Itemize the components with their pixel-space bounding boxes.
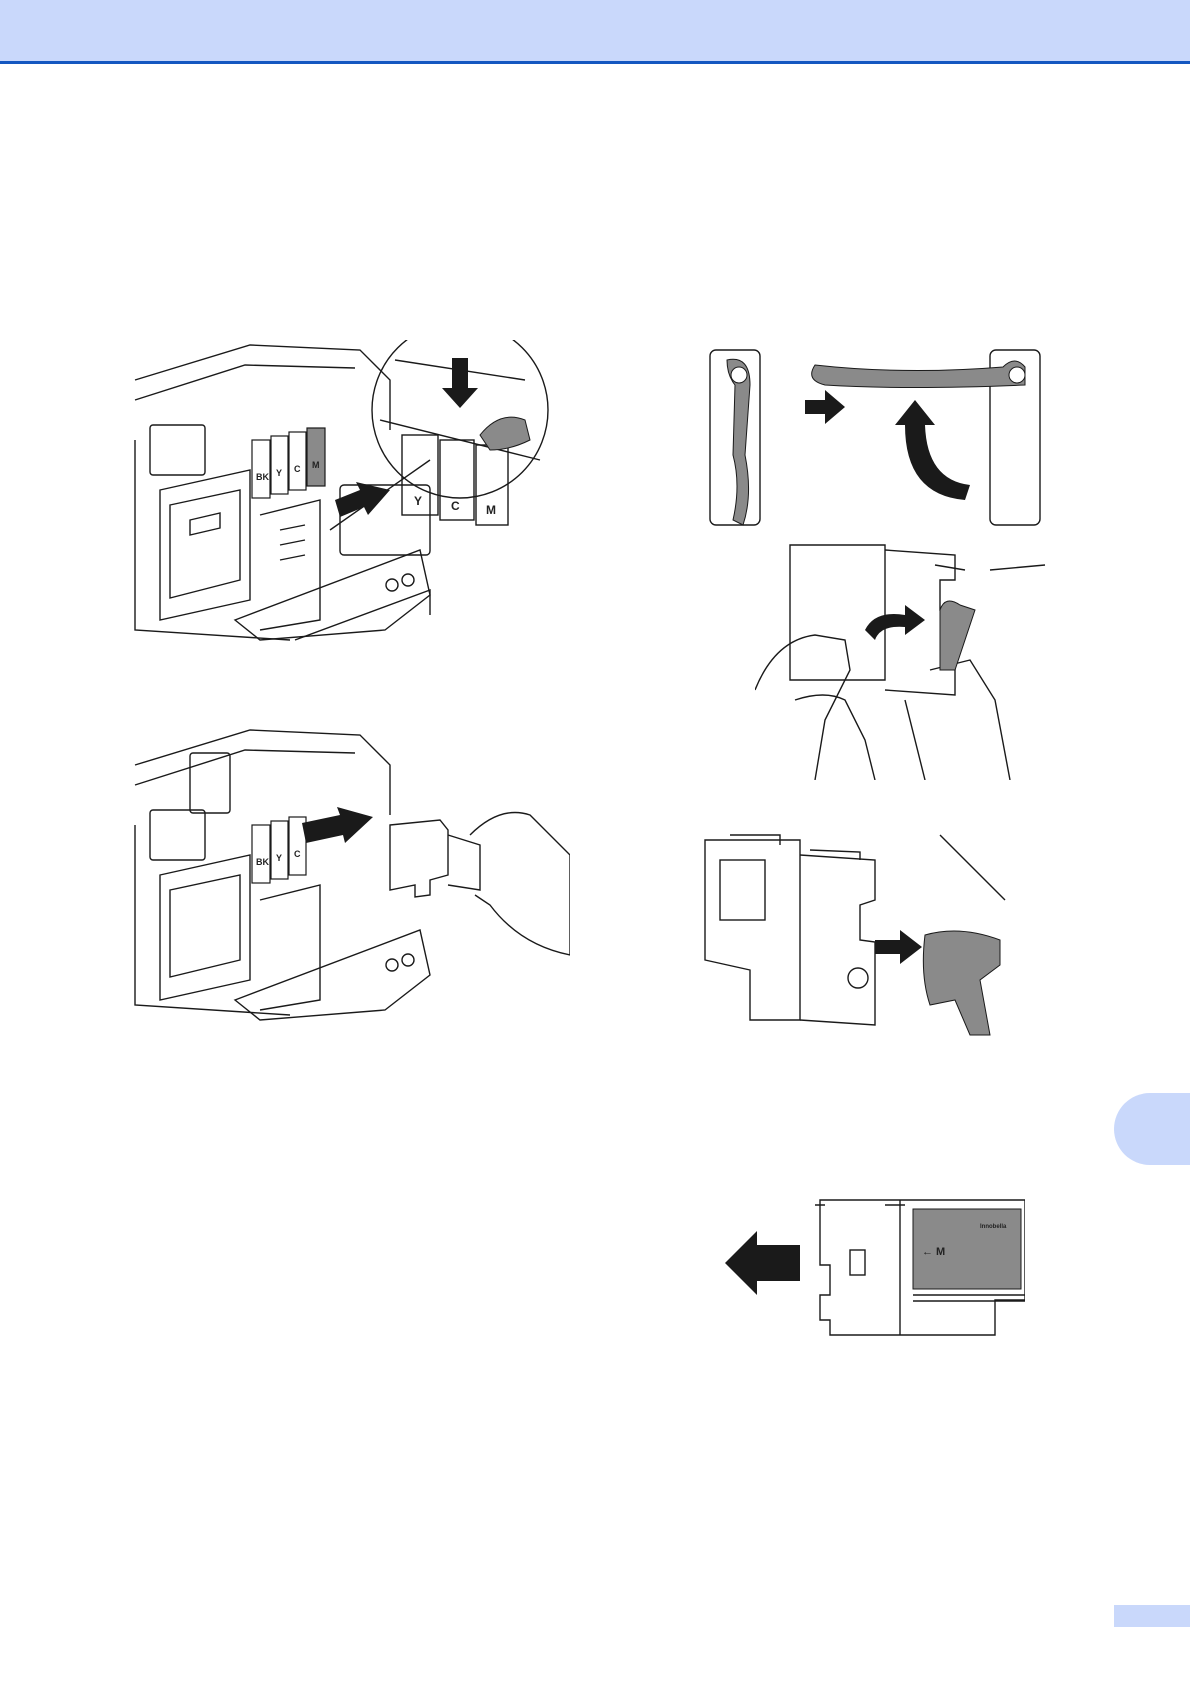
zoom-label-m: M [486,503,496,517]
cartridge-brand-label: Innobella [980,1224,1007,1230]
printer-pull-cartridge-illustration: BK Y C [130,725,570,1035]
rotate-step-arrow-icon [805,390,845,424]
cartridge-label-m: M [312,460,320,470]
page-header-rule [0,61,1190,64]
pull-label-c: C [294,849,301,859]
pull-arrow-icon [302,807,373,843]
rotate-curve-arrow-icon [895,400,970,500]
page-number-tab [1114,1605,1190,1627]
cartridge-label-bk: BK [256,472,269,482]
cap-arrow-icon [875,930,922,964]
down-arrow-icon [442,358,478,408]
insert-cartridge-illustration: ← M Innobella [725,1195,1025,1340]
remove-lever-hands-illustration [755,540,1050,780]
remove-cap-illustration [700,830,1040,1045]
insert-arrow-icon [725,1231,800,1295]
orange-cap-icon [923,931,1000,1035]
cartridge-color-label: ← M [922,1246,945,1258]
zoom-label-y: Y [414,494,422,508]
lever-rotate-illustration [705,345,1045,530]
zoom-label-c: C [451,499,460,513]
cartridge-label-c: C [294,464,301,474]
right-arrow-icon [335,482,390,517]
printer-release-lever-illustration: BK Y C M Y C M [130,340,570,660]
pull-label-bk: BK [256,857,269,867]
cartridge-label-y: Y [276,468,282,478]
chapter-tab [1114,1093,1190,1165]
pull-label-y: Y [276,853,282,863]
twist-arrow-icon [865,605,925,640]
page-header-band [0,0,1190,61]
